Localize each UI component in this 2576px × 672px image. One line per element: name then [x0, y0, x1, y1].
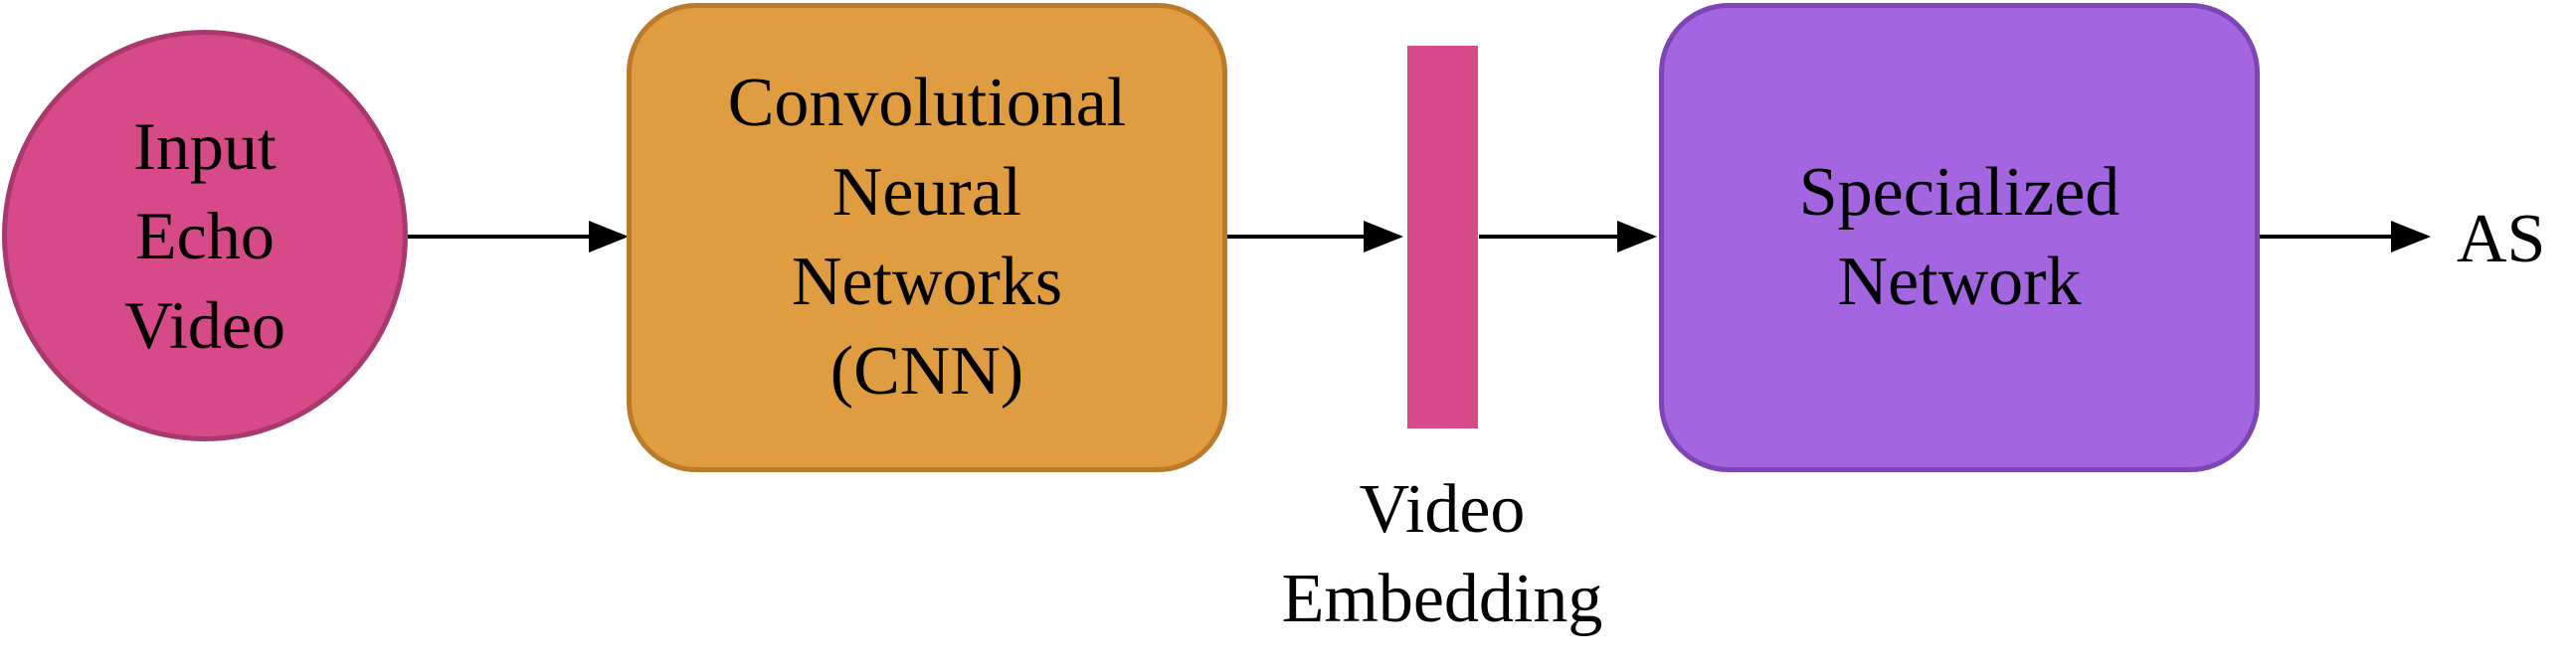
- video-embedding-bar: [1407, 46, 1478, 428]
- video-embedding-caption: Video Embedding: [1243, 465, 1641, 644]
- embedding-caption-line-1: Video: [1359, 471, 1526, 548]
- output-label-as: AS: [2457, 201, 2546, 277]
- input-echo-video-node: Input Echo Video: [2, 30, 408, 441]
- cnn-node-line-3: Networks: [791, 244, 1063, 320]
- specialized-node-line-1: Specialized: [1798, 154, 2120, 231]
- cnn-node-line-1: Convolutional: [727, 65, 1127, 141]
- input-node-line-2: Echo: [135, 198, 275, 273]
- embedding-caption-line-2: Embedding: [1281, 561, 1603, 637]
- input-node-line-3: Video: [123, 287, 286, 363]
- input-node-line-1: Input: [133, 108, 276, 184]
- specialized-node-line-2: Network: [1837, 244, 2082, 320]
- cnn-node-line-2: Neural: [831, 154, 1022, 231]
- specialized-network-node: Specialized Network: [1659, 3, 2260, 472]
- cnn-node-line-4: (CNN): [829, 333, 1024, 410]
- cnn-node: Convolutional Neural Networks (CNN): [627, 3, 1227, 472]
